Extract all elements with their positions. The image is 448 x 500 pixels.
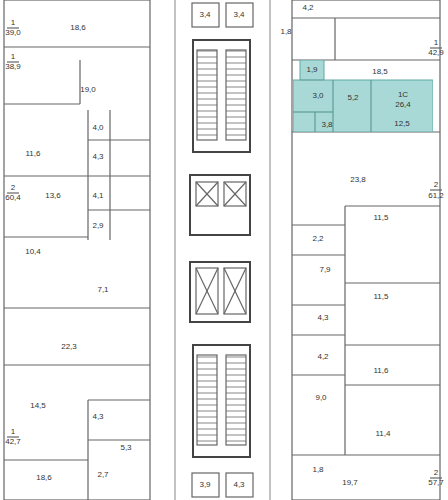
room-area: 5,2: [347, 94, 358, 102]
room-area: 3,4: [199, 11, 210, 19]
room-area: 9,0: [315, 394, 326, 402]
room-area: 4,2: [317, 353, 328, 361]
room-area: 23,8: [350, 176, 366, 184]
room-area: 57,7: [428, 479, 444, 487]
room-area: 7,1: [97, 286, 108, 294]
room-area: 3,8: [321, 121, 332, 129]
room-area: 3,9: [199, 481, 210, 489]
room-area: 10,4: [25, 248, 41, 256]
room-area: 2,7: [97, 471, 108, 479]
room-area: 4,3: [92, 413, 103, 421]
apartment-number: 1С: [398, 91, 408, 99]
room-area: 13,6: [45, 192, 61, 200]
room-area: 4,1: [92, 192, 103, 200]
room-area: 12,5: [394, 120, 410, 128]
room-area: 11,5: [374, 293, 389, 301]
room-area: 1,9: [306, 66, 317, 74]
room-area: 22,3: [61, 343, 77, 351]
room-area: 11,6: [374, 367, 389, 375]
room-area: 11,5: [374, 214, 389, 222]
room-area: 5,3: [120, 444, 131, 452]
room-area: 2,9: [92, 222, 103, 230]
room-area: 1,8: [280, 28, 291, 36]
room-area: 4,3: [317, 314, 328, 322]
room-area: 3,0: [312, 92, 323, 100]
room-area: 60,4: [5, 194, 21, 202]
room-area: 1: [11, 428, 15, 436]
room-area: 4,3: [92, 153, 103, 161]
room-area: 4,2: [302, 4, 313, 12]
room-area: 42,7: [5, 438, 21, 446]
room-area: 61,2: [428, 192, 444, 200]
room-area: 1: [11, 53, 15, 61]
apartment-number: 26,4: [395, 101, 411, 109]
room-area: 1: [11, 19, 15, 27]
room-area: 18,6: [36, 474, 52, 482]
room-area: 18,5: [372, 68, 388, 76]
room-area: 3,4: [233, 11, 244, 19]
room-area: 11,4: [376, 430, 391, 438]
highlighted-apartment: 1С 26,4 1,9 3,0 5,2 3,8 12,5: [293, 60, 433, 132]
room-area: 42,9: [428, 49, 444, 57]
room-area: 38,9: [5, 63, 21, 71]
room-area: 7,9: [319, 266, 330, 274]
room-area: 4,0: [92, 124, 103, 132]
room-area: 2: [434, 469, 438, 477]
room-area: 39,0: [5, 29, 21, 37]
room-area: 2: [11, 184, 15, 192]
room-area: 19,7: [342, 479, 358, 487]
room-area: 11,6: [26, 150, 41, 158]
room-area: 18,6: [70, 24, 86, 32]
room-area: 2: [434, 181, 438, 189]
room-area: 19,0: [80, 86, 96, 94]
room-area: 2,2: [312, 235, 323, 243]
room-area: 1: [434, 39, 438, 47]
room-area: 14,5: [30, 402, 46, 410]
room-area: 4,3: [233, 481, 244, 489]
room-area: 1,8: [312, 466, 323, 474]
